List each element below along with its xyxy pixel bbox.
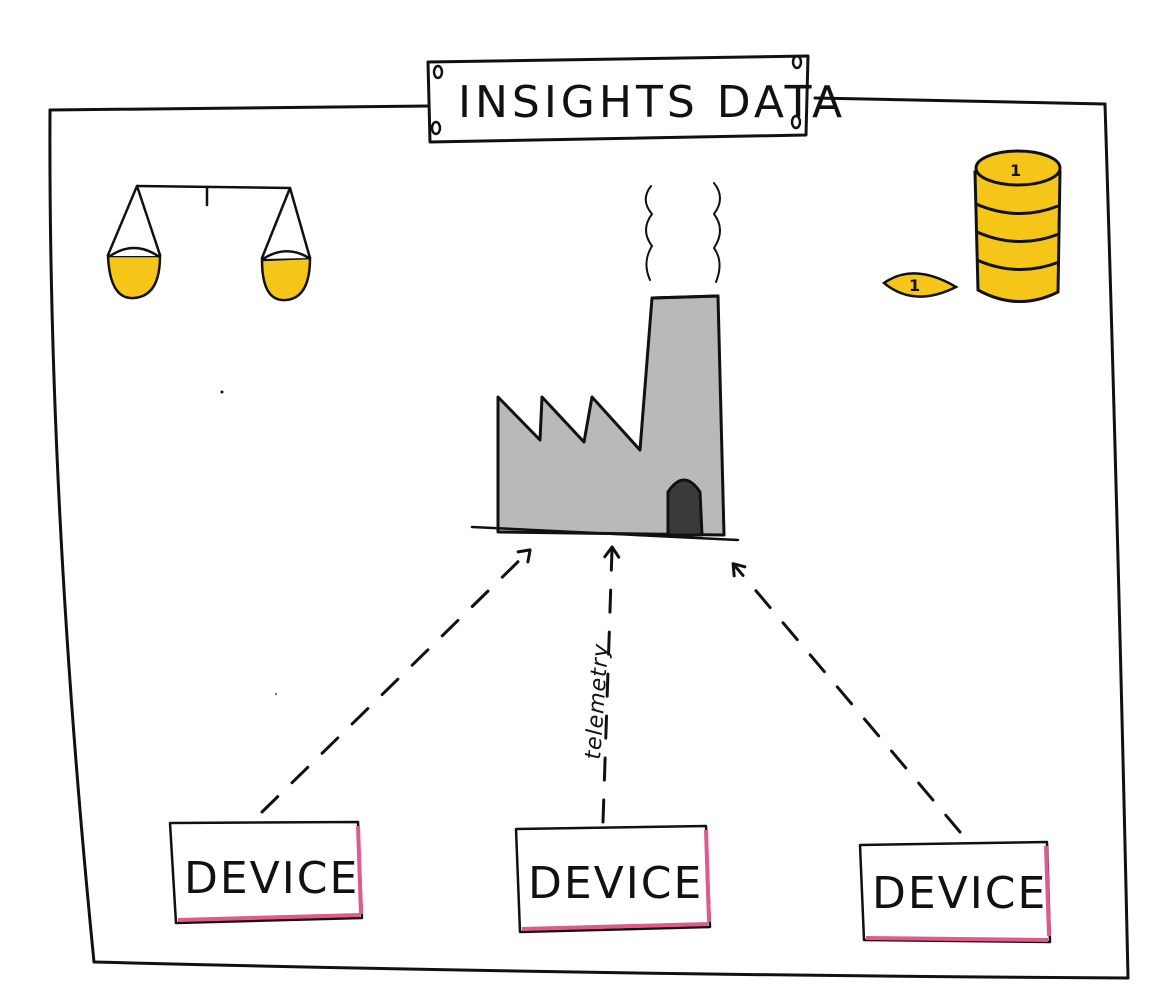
arrow-center <box>601 545 621 824</box>
factory-icon <box>470 182 740 542</box>
title-plate: INSIGHTS DATA <box>426 54 846 144</box>
arrow-right <box>731 562 962 834</box>
ink-dot <box>220 390 224 394</box>
coin-icon: 1 <box>881 272 959 298</box>
device-label: DEVICE <box>872 868 1047 919</box>
scales-icon <box>106 184 312 302</box>
ink-dot <box>274 692 278 696</box>
outer-frame <box>48 96 1130 980</box>
device-box: DEVICE <box>858 840 1052 944</box>
device-box: DEVICE <box>514 824 712 934</box>
page-title: INSIGHTS DATA <box>458 77 846 128</box>
coin-stack-label: 1 <box>1010 161 1021 180</box>
coin-stack-icon: 1 <box>973 149 1062 303</box>
device-box: DEVICE <box>168 820 364 925</box>
telemetry-arrows <box>260 545 962 834</box>
device-label: DEVICE <box>528 858 703 909</box>
coin-label: 1 <box>909 276 920 295</box>
device-label: DEVICE <box>184 853 359 904</box>
telemetry-label: telemetry <box>581 642 614 760</box>
arrow-left <box>260 548 532 814</box>
